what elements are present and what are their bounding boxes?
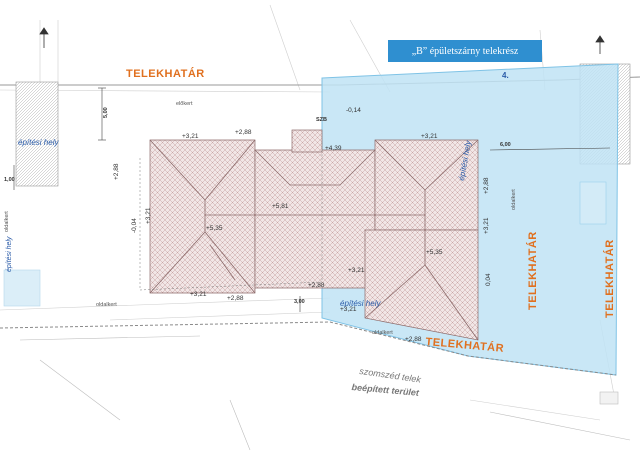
elevation-581: +5,81 [272,203,289,210]
elevation-m004-left: -0,04 [131,218,138,233]
epitesi-hely-label-left: építési hely [18,138,59,147]
telekhatar-label-right2: TELEKHATÁR [604,239,616,318]
north-arrow-left [39,27,49,48]
szb-label: SZB [316,117,327,123]
dimension-500: 5,00 [103,107,109,118]
oldalkert-label-vertical: oldalkert [4,211,10,232]
elevation-288-bottom-mid: +2,88 [308,282,325,289]
elevation-321-right-vertical: +3,21 [483,217,490,234]
elevation-288-bottom-left: +2,88 [227,295,244,302]
oldalkert-label-left: oldalkert [96,302,117,308]
plot-title-banner: „B” épületszárny telekrész [388,40,542,62]
left-small-area [3,269,41,307]
elevation-535-left: +5,35 [206,225,223,232]
elevation-321-inner: +3,21 [348,267,365,274]
elevation-439: +4,39 [325,145,342,152]
elevation-321-left-vertical: +3,21 [145,207,152,224]
dimension-300: 3,00 [294,299,305,305]
right-small-area [579,181,607,225]
elevation-004-right: 0,04 [485,273,492,286]
epitesi-hely-label-vertical: építési hely [6,236,13,272]
elevation-288-right-vertical: +2,88 [483,177,490,194]
telekhatar-label-top: TELEKHATÁR [126,68,205,80]
telekhatar-label-right1: TELEKHATÁR [527,231,539,310]
setback-outline [139,140,323,291]
elevation-321-bottom-mid: +3,21 [340,306,357,313]
dimension-100: 1,00 [4,177,15,183]
elevation-535-right: +5,35 [426,249,443,256]
elevation-321-top-left: +3,21 [182,133,199,140]
neighbour-lines [19,335,631,451]
dimension-lines [13,87,611,312]
elevation-288-bottom-right: +2,88 [405,336,422,343]
bottom-property-line [0,321,617,376]
elevation-m014: -0,14 [346,107,361,114]
epitesi-hely-label-bottom: építési hely [340,299,381,308]
elevation-288-top-left: +2,88 [235,129,252,136]
elevation-321-top-right: +3,21 [421,133,438,140]
dimension-600: 6,00 [500,142,511,148]
left-neighbour-building [15,81,59,187]
oldalkert-label-bottom: oldalkert [372,330,393,336]
oldalkert-label-right: oldalkert [511,189,517,210]
elokert-label: előkert [176,101,193,107]
elevation-321-bottom-left: +3,21 [190,291,207,298]
north-arrow-right [595,35,605,54]
roof-plan [149,129,479,341]
parcel-number: 4. [502,71,509,80]
elevation-288-left-vertical: +2,88 [113,163,120,180]
plot-title-text: „B” épületszárny telekrész [411,45,519,57]
